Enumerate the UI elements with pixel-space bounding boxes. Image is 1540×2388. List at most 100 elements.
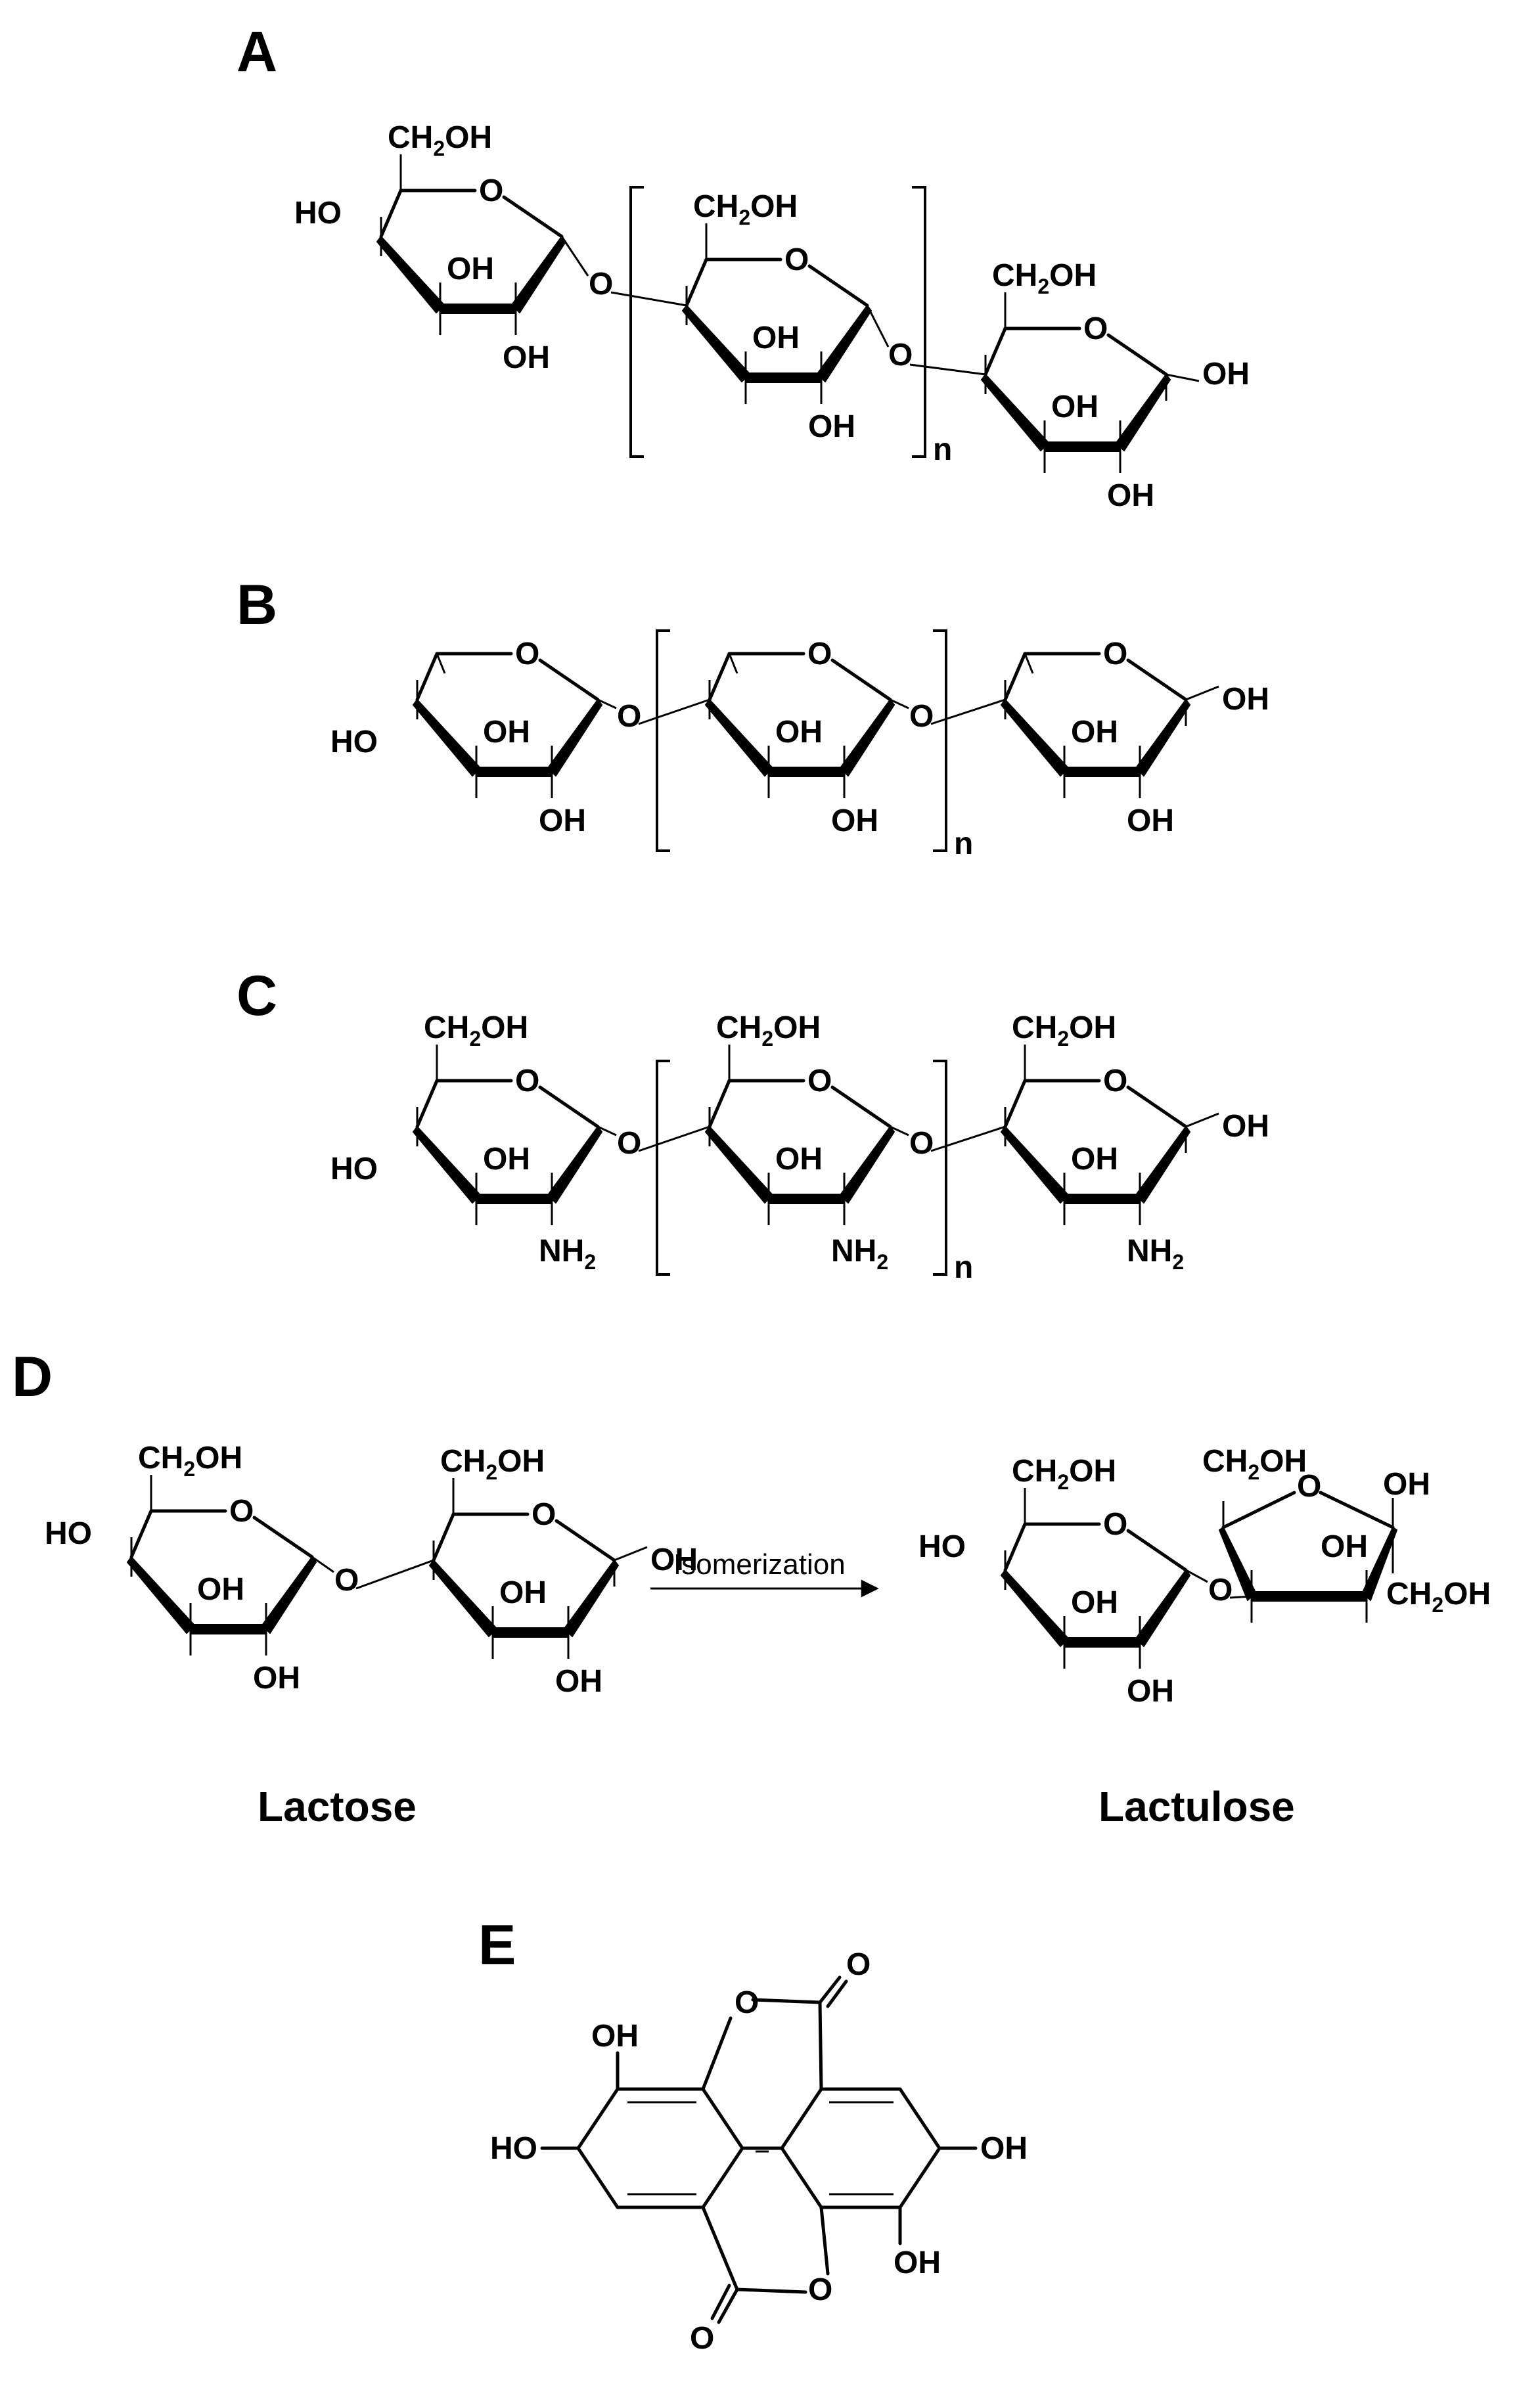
ring-bond	[780, 2087, 823, 2150]
lactulose-name: Lactulose	[1098, 1783, 1295, 1830]
carbonyl-oxygen: O	[690, 2321, 714, 2356]
hydroxyl-label: OH	[1202, 357, 1250, 392]
lactose-name: Lactose	[258, 1783, 417, 1830]
bold-ring-bond	[1064, 1637, 1141, 1648]
amine-label: NH2	[831, 1234, 888, 1274]
glycosidic-oxygen: O	[1208, 1573, 1233, 1608]
ring-bond	[415, 652, 439, 702]
hydroxyl-label: OH	[539, 803, 586, 838]
ch2oh-ch: CH	[424, 1010, 469, 1045]
ch2oh-oh: OH	[195, 1441, 242, 1476]
repeat-bracket-left	[656, 629, 670, 852]
repeat-index: n	[954, 1250, 973, 1285]
bold-ring-bond	[476, 767, 553, 777]
hydroxyl-label: HO	[45, 1516, 92, 1551]
ch2oh-ch: CH	[138, 1441, 183, 1476]
wedge-bond	[981, 374, 1049, 451]
ring-bond	[898, 2087, 941, 2150]
hydroxyl-label: OH	[1321, 1529, 1368, 1564]
bold-ring-bond	[1064, 767, 1141, 777]
isomerization-label: Isomerization	[673, 1548, 846, 1581]
ring-bond	[701, 2146, 744, 2209]
amine-label: NH2	[1127, 1234, 1184, 1274]
hydroxyl-label: OH	[775, 1142, 823, 1177]
ring-bond	[1106, 333, 1168, 376]
ch2oh-subscript: 2	[1248, 1460, 1259, 1484]
ring-oxygen: O	[807, 637, 832, 671]
ring-bond	[701, 2087, 744, 2150]
ring-oxygen: O	[784, 242, 809, 277]
glycosidic-oxygen: O	[909, 1126, 934, 1161]
wedge-bond	[1001, 1126, 1069, 1204]
wedge-bond	[1001, 1569, 1069, 1647]
wedge-bond	[705, 699, 773, 777]
ring-bond	[252, 1516, 314, 1559]
carbonyl-bond	[826, 1979, 848, 2008]
wedge-bond	[127, 1556, 195, 1634]
ring-oxygen: O	[735, 1985, 759, 2020]
hydroxyl-label: OH	[1127, 1674, 1174, 1709]
anomeric-bond	[1185, 685, 1219, 701]
glycosidic-bond	[638, 1125, 710, 1152]
bold-ring-bond	[768, 1194, 845, 1204]
ring-oxygen: O	[808, 2272, 832, 2307]
hydroxyl-label: OH	[197, 1572, 244, 1607]
hydroxyl-label: OH	[1222, 682, 1269, 717]
repeat-index: n	[933, 432, 952, 467]
ring-bond	[1003, 1522, 1027, 1572]
ring-bond	[898, 2146, 941, 2209]
panel-label-a: A	[237, 20, 277, 83]
amine-subscript: 2	[1172, 1250, 1184, 1274]
hydroxyl-label: OH	[650, 1543, 698, 1577]
ring-bond	[555, 1519, 616, 1562]
ch2oh-ch: CH	[1012, 1010, 1057, 1045]
hydroxyl-label: OH	[831, 803, 878, 838]
glycosidic-oxygen: O	[888, 338, 913, 372]
glycosidic-oxygen: O	[909, 699, 934, 734]
glycosidic-bond	[355, 1559, 434, 1590]
ch2oh-subscript: 2	[738, 206, 750, 229]
ch2oh-label: CH2OH	[992, 258, 1097, 298]
ring-bond	[984, 327, 1007, 376]
ch2oh-ch: CH	[716, 1010, 761, 1045]
glycosidic-bond	[930, 698, 1006, 725]
ch2oh-subscript: 2	[469, 1027, 481, 1050]
ring-oxygen: O	[1103, 1507, 1127, 1542]
ring-bond	[1221, 1491, 1296, 1529]
ring-bond	[708, 652, 731, 702]
ch2oh-subscript: 2	[486, 1460, 497, 1484]
ch2oh-ch: CH	[1386, 1577, 1432, 1611]
ring-bond	[1126, 1529, 1188, 1572]
panel-d-structure: Isomerization Lactose Lactulose OCH2OHOH…	[45, 1441, 1491, 1830]
ring-bond	[780, 2146, 823, 2209]
amine-subscript: 2	[584, 1250, 596, 1274]
wedge-bond	[1135, 699, 1190, 777]
wedge-bond	[705, 1126, 773, 1204]
wedge-bond	[261, 1556, 317, 1634]
ch2oh-label: CH2OH	[1386, 1577, 1491, 1617]
ch2oh-ch: CH	[388, 120, 433, 155]
ring-oxygen: O	[1083, 311, 1108, 346]
hydroxyl-label: OH	[591, 2019, 639, 2054]
ring-bond	[1003, 652, 1027, 702]
wedge-bond	[1001, 699, 1069, 777]
ch2oh-ch: CH	[1012, 1454, 1057, 1489]
glycosidic-bond	[638, 698, 710, 725]
panel-label-b: B	[237, 574, 277, 637]
ring-bond	[576, 2087, 620, 2150]
ch2oh-label: CH2OH	[138, 1441, 242, 1481]
ch2oh-ch: CH	[440, 1444, 486, 1479]
ch2oh-label: CH2OH	[424, 1010, 528, 1050]
hydroxyl-label: OH	[752, 321, 800, 355]
ch2oh-oh: OH	[773, 1010, 821, 1045]
ring-bond	[1003, 1079, 1027, 1129]
glycosidic-bond	[597, 1125, 617, 1137]
hydroxyl-label: OH	[894, 2245, 941, 2280]
ring-oxygen: O	[515, 1064, 539, 1098]
bold-ring-bond	[492, 1627, 569, 1638]
amine-nh: NH	[831, 1234, 876, 1269]
glycosidic-bond	[597, 698, 617, 710]
hydroxyl-label: OH	[1071, 1142, 1118, 1177]
bold-ring-bond	[440, 304, 516, 314]
glycosidic-bond	[311, 1556, 334, 1573]
